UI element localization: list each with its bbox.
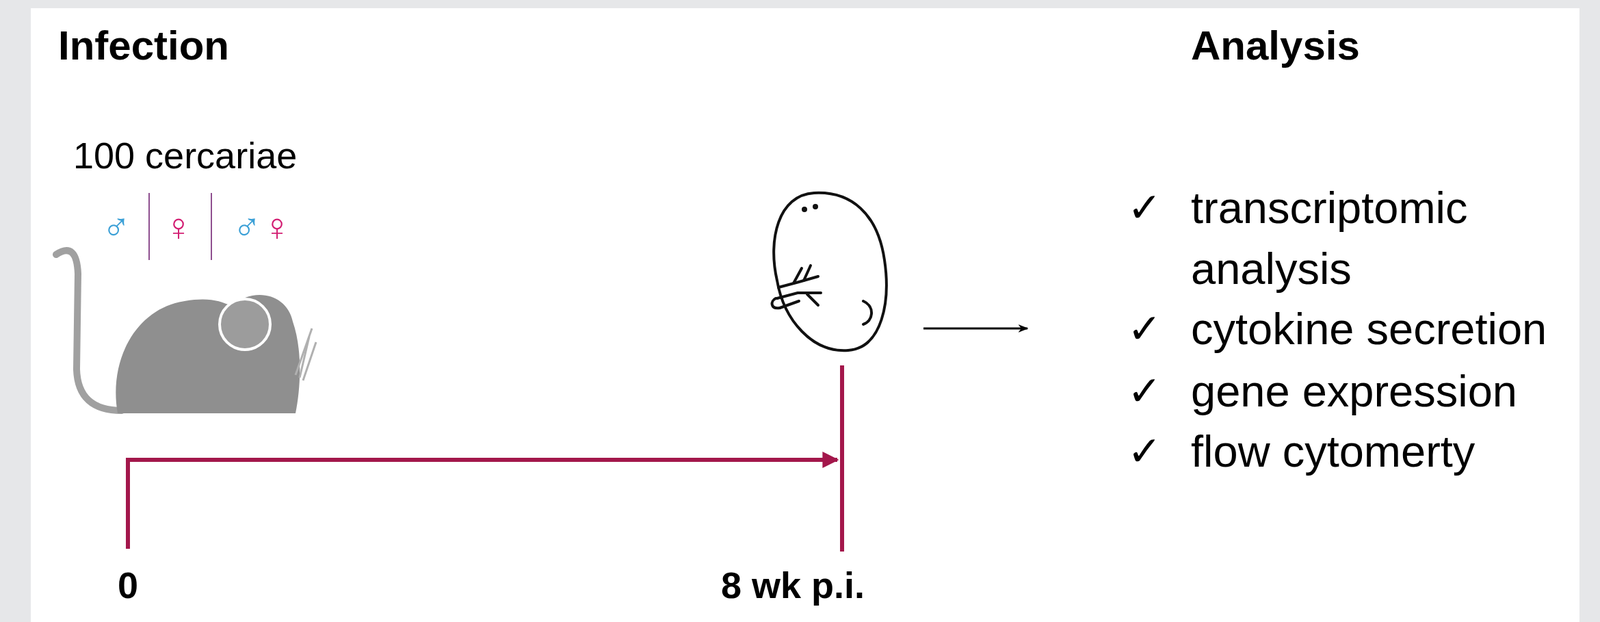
time-label: 0 bbox=[117, 562, 139, 608]
section-heading: Analysis bbox=[1190, 21, 1360, 71]
check-mark: ✓ bbox=[1127, 177, 1162, 239]
check-mark: ✓ bbox=[1127, 298, 1162, 360]
mouse-icon bbox=[56, 250, 317, 414]
analysis-item: transcriptomic analysis bbox=[1190, 177, 1520, 299]
time-label: 8 wk p.i. bbox=[720, 562, 865, 608]
check-mark: ✓ bbox=[1127, 420, 1162, 482]
divider-line bbox=[148, 192, 150, 260]
section-heading: Infection bbox=[58, 21, 230, 71]
dose-label: 100 cercariae bbox=[73, 133, 297, 178]
flow-arrow bbox=[923, 327, 1028, 330]
check-mark: ✓ bbox=[1127, 360, 1162, 422]
timeline bbox=[125, 365, 843, 552]
female-symbol: ♀ bbox=[262, 203, 292, 250]
male-symbol: ♂ bbox=[232, 203, 262, 250]
analysis-item: gene expression bbox=[1190, 360, 1518, 422]
analysis-item: cytokine secretion bbox=[1190, 298, 1547, 360]
divider-line bbox=[210, 192, 213, 260]
organ-drawing bbox=[772, 192, 887, 351]
female-symbol: ♀ bbox=[164, 203, 193, 250]
male-symbol: ♂ bbox=[101, 203, 131, 250]
analysis-item: flow cytomerty bbox=[1190, 420, 1475, 482]
